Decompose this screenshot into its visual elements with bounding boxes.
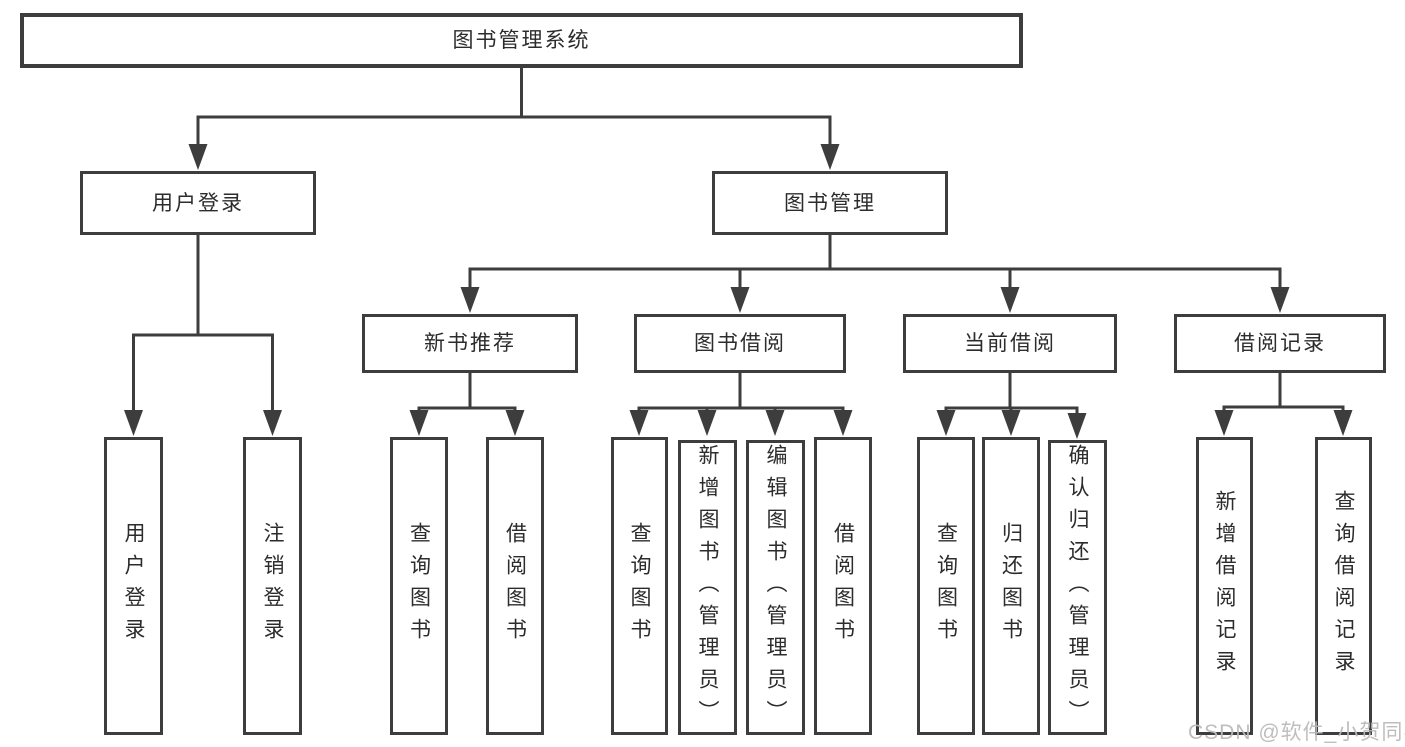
arrow-icon xyxy=(629,410,649,436)
connector-borrowrecord-branch xyxy=(1222,405,1345,414)
leaf-user-login: 用户登录 xyxy=(104,437,163,735)
connector-bookmgmt-branch xyxy=(468,267,1282,291)
leaf-edit-book-admin: 编辑图书（管理员） xyxy=(746,440,805,735)
node-root: 图书管理系统 xyxy=(20,13,1023,68)
arrow-icon xyxy=(188,144,208,170)
arrow-icon xyxy=(1214,410,1234,436)
leaf-add-borrow-record: 新增借阅记录 xyxy=(1196,437,1253,735)
arrow-icon xyxy=(1067,413,1087,439)
node-new-book-rec-label: 新书推荐 xyxy=(424,332,516,355)
leaf-confirm-return-admin: 确认归还（管理员） xyxy=(1048,440,1107,735)
leaf-query-borrow-record-label: 查询借阅记录 xyxy=(1332,490,1355,682)
leaf-borrow-books-2: 借阅图书 xyxy=(814,437,872,735)
arrow-icon xyxy=(697,410,717,436)
leaf-borrow-books-1: 借阅图书 xyxy=(486,437,544,735)
csdn-watermark: CSDN @软件_小贺同学 xyxy=(1188,721,1405,744)
leaf-query-books-3-label: 查询图书 xyxy=(934,522,958,650)
leaf-return-books-label: 归还图书 xyxy=(999,522,1023,650)
node-book-mgmt-label: 图书管理 xyxy=(784,191,876,215)
arrow-icon xyxy=(1000,287,1020,313)
connector-newbook-branch xyxy=(417,406,517,414)
arrow-icon xyxy=(1270,287,1290,313)
arrow-icon xyxy=(820,144,840,170)
node-user-login: 用户登录 xyxy=(80,171,316,235)
leaf-add-book-admin: 新增图书（管理员） xyxy=(678,440,737,735)
arrow-icon xyxy=(460,287,480,313)
node-user-login-label: 用户登录 xyxy=(152,191,244,215)
leaf-add-borrow-record-label: 新增借阅记录 xyxy=(1213,490,1236,682)
leaf-return-books: 归还图书 xyxy=(982,437,1040,735)
node-borrow-record: 借阅记录 xyxy=(1174,314,1386,373)
arrow-icon xyxy=(1001,410,1021,436)
node-borrow-record-label: 借阅记录 xyxy=(1234,332,1326,355)
node-current-borrow: 当前借阅 xyxy=(903,314,1117,373)
node-book-borrow-label: 图书借阅 xyxy=(694,332,786,355)
arrow-icon xyxy=(936,410,956,436)
leaf-logout-label: 注销登录 xyxy=(261,522,284,650)
leaf-query-books-2: 查询图书 xyxy=(611,437,668,735)
arrow-icon xyxy=(833,410,853,436)
node-new-book-rec: 新书推荐 xyxy=(362,314,578,373)
leaf-query-books-2-label: 查询图书 xyxy=(628,522,651,650)
arrow-icon xyxy=(124,410,143,436)
leaf-borrow-books-2-label: 借阅图书 xyxy=(831,522,855,650)
leaf-confirm-return-admin-label: 确认归还（管理员） xyxy=(1066,443,1089,732)
leaf-user-login-label: 用户登录 xyxy=(122,522,145,650)
arrow-icon xyxy=(409,410,429,436)
arrowheads xyxy=(124,144,1353,439)
leaf-query-books-1-label: 查询图书 xyxy=(407,522,431,650)
node-root-label: 图书管理系统 xyxy=(452,29,591,52)
leaf-query-books-3: 查询图书 xyxy=(917,437,975,735)
node-current-borrow-label: 当前借阅 xyxy=(964,332,1056,355)
node-book-borrow: 图书借阅 xyxy=(634,314,846,373)
leaf-logout: 注销登录 xyxy=(243,437,302,735)
arrow-icon xyxy=(505,410,525,436)
leaf-borrow-books-1-label: 借阅图书 xyxy=(503,522,527,650)
connector-root-branch xyxy=(196,115,832,148)
connector-bookborrow-branch xyxy=(637,406,845,414)
leaf-edit-book-admin-label: 编辑图书（管理员） xyxy=(764,443,787,732)
arrow-icon xyxy=(1333,410,1353,436)
leaf-query-books-1: 查询图书 xyxy=(390,437,448,735)
node-book-mgmt: 图书管理 xyxy=(712,171,948,235)
leaf-add-book-admin-label: 新增图书（管理员） xyxy=(696,443,719,732)
arrow-icon xyxy=(730,287,750,313)
leaf-query-borrow-record: 查询借阅记录 xyxy=(1315,437,1372,735)
connector-userlogin-branch xyxy=(132,333,274,414)
arrow-icon xyxy=(263,410,282,436)
arrow-icon xyxy=(765,410,785,436)
